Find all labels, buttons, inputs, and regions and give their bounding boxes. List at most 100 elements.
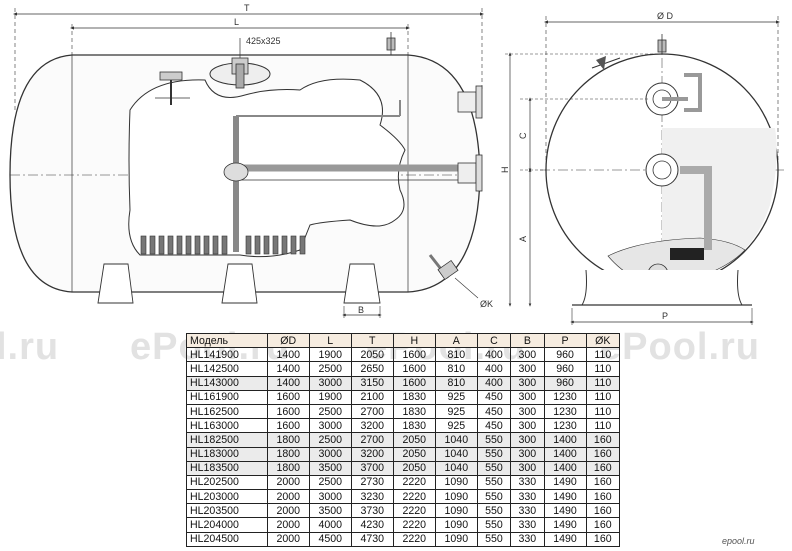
table-cell: 550 — [476, 517, 512, 533]
table-cell: 1040 — [434, 432, 478, 448]
table-cell: 2050 — [392, 446, 436, 462]
table-cell: 2050 — [392, 460, 436, 476]
table-cell: 2700 — [350, 403, 394, 420]
table-cell: 1600 — [266, 418, 310, 434]
cell-model: HL141900 — [186, 347, 268, 363]
table-cell: 3000 — [308, 446, 352, 462]
table-cell: 960 — [543, 375, 587, 391]
table-cell: 1490 — [543, 531, 587, 547]
table-cell: 450 — [476, 389, 512, 405]
table-cell: 1400 — [266, 347, 310, 363]
table-cell: 400 — [476, 361, 512, 377]
table-cell: 1400 — [543, 432, 587, 448]
table-cell: 1800 — [266, 432, 310, 448]
table-cell: 3500 — [308, 460, 352, 476]
table-cell: 1400 — [266, 361, 310, 377]
table-cell: 550 — [476, 432, 512, 448]
table-cell: 3150 — [350, 375, 394, 391]
table-cell: 2100 — [350, 389, 394, 405]
table-cell: 400 — [476, 347, 512, 363]
table-cell: 550 — [476, 531, 512, 547]
table-header-row: Модель ØD L T H A C B P ØK — [186, 332, 621, 349]
table-cell: 330 — [510, 474, 545, 491]
table-cell: 1490 — [543, 474, 587, 491]
cell-model: HL183500 — [186, 460, 268, 476]
label-l: L — [234, 17, 239, 27]
table-cell: 2220 — [392, 531, 436, 547]
table-cell: 300 — [510, 418, 545, 434]
table-cell: 4000 — [308, 517, 352, 533]
table-cell: 330 — [510, 489, 545, 505]
table-cell: 300 — [510, 446, 545, 462]
table-cell: 2730 — [350, 474, 394, 491]
table-cell: 160 — [585, 460, 621, 476]
side-view — [9, 8, 484, 318]
table-cell: 2000 — [266, 474, 310, 491]
label-b: B — [358, 305, 364, 315]
table-cell: 300 — [510, 403, 545, 420]
table-cell: 110 — [585, 418, 621, 434]
table-cell: 300 — [510, 347, 545, 363]
table-cell: 1230 — [543, 418, 587, 434]
table-cell: 110 — [585, 361, 621, 377]
table-cell: 3000 — [308, 489, 352, 505]
end-view — [505, 16, 784, 325]
table-cell: 1830 — [392, 389, 436, 405]
table-cell: 810 — [434, 361, 478, 377]
table-cell: 2050 — [392, 432, 436, 448]
table-cell: 2500 — [308, 474, 352, 491]
table-cell: 300 — [510, 375, 545, 391]
table-cell: 160 — [585, 531, 621, 547]
cell-model: HL203000 — [186, 489, 268, 505]
table-cell: 3000 — [308, 418, 352, 434]
table-cell: 450 — [476, 418, 512, 434]
table-cell: 2650 — [350, 361, 394, 377]
table-cell: 1600 — [392, 347, 436, 363]
table-cell: 330 — [510, 503, 545, 519]
table-cell: 300 — [510, 389, 545, 405]
table-cell: 550 — [476, 474, 512, 491]
cell-model: HL204000 — [186, 517, 268, 533]
table-cell: 3230 — [350, 489, 394, 505]
cell-model: HL203500 — [186, 503, 268, 519]
label-c: C — [518, 132, 528, 139]
table-cell: 1040 — [434, 460, 478, 476]
table-cell: 810 — [434, 375, 478, 391]
table-cell: 1600 — [266, 389, 310, 405]
table-cell: 3000 — [308, 375, 352, 391]
cell-model: HL161900 — [186, 389, 268, 405]
table-cell: 110 — [585, 347, 621, 363]
table-cell: 2000 — [266, 489, 310, 505]
table-cell: 300 — [510, 361, 545, 377]
table-cell: 1830 — [392, 418, 436, 434]
label-p: P — [662, 311, 668, 321]
label-a: A — [518, 236, 528, 242]
table-cell: 2500 — [308, 432, 352, 448]
table-cell: 110 — [585, 403, 621, 420]
table-cell: 2000 — [266, 517, 310, 533]
table-cell: 1090 — [434, 517, 478, 533]
table-cell: 400 — [476, 375, 512, 391]
table-cell: 3500 — [308, 503, 352, 519]
table-cell: 550 — [476, 446, 512, 462]
table-cell: 160 — [585, 503, 621, 519]
table-cell: 300 — [510, 432, 545, 448]
label-k: ØK — [480, 299, 493, 309]
table-cell: 1230 — [543, 389, 587, 405]
cell-model: HL163000 — [186, 418, 268, 434]
table-cell: 160 — [585, 474, 621, 491]
table-cell: 1400 — [543, 460, 587, 476]
table-cell: 4500 — [308, 531, 352, 547]
table-cell: 2000 — [266, 503, 310, 519]
table-cell: 450 — [476, 403, 512, 420]
table-cell: 960 — [543, 347, 587, 363]
table-cell: 3200 — [350, 418, 394, 434]
